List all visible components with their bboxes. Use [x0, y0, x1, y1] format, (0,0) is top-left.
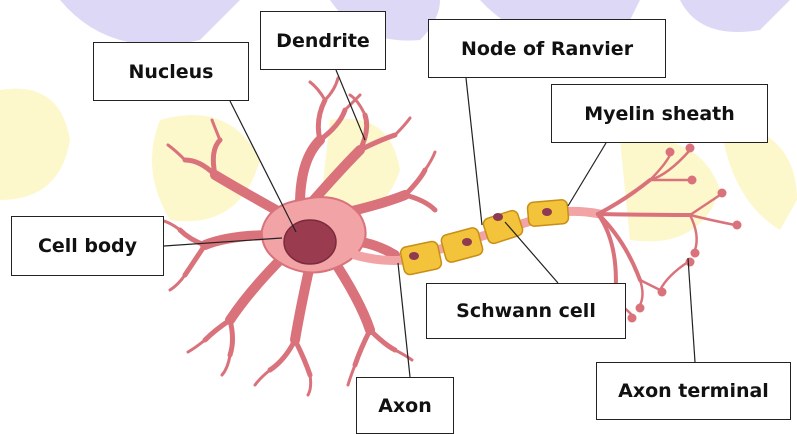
axon-terminal-label: Axon terminal — [596, 362, 791, 420]
nucleus-label: Nucleus — [93, 42, 249, 101]
dendrite-label: Dendrite — [260, 11, 386, 70]
axon-label: Axon — [356, 377, 454, 434]
node-of-ranvier-label: Node of Ranvier — [428, 19, 666, 78]
myelin-sheath-label: Myelin sheath — [551, 84, 768, 143]
schwann-cell-label: Schwann cell — [426, 283, 626, 339]
nucleus-shape — [284, 220, 336, 264]
cell-body-label: Cell body — [11, 216, 164, 276]
